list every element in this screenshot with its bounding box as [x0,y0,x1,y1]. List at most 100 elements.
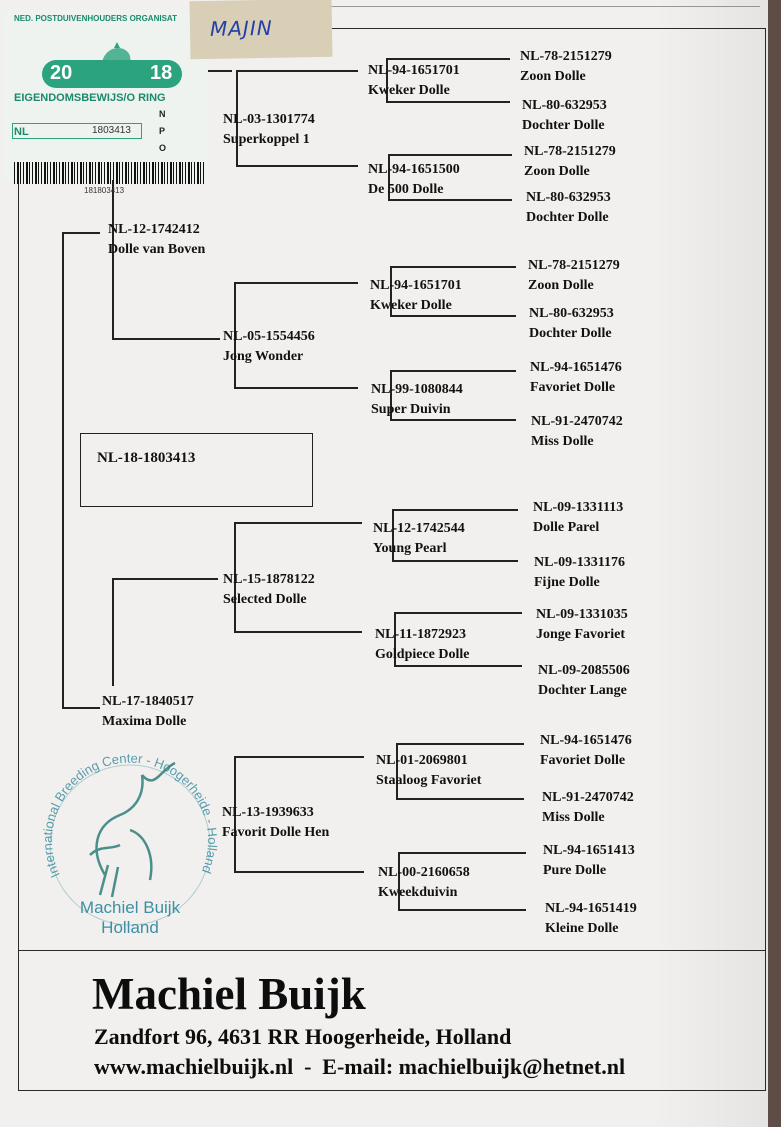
father-entry: NL-12-1742412 Dolle van Boven [108,220,205,260]
g4-name: Zoon Dolle [528,278,594,293]
fmf-branch [390,266,392,316]
mf-name: Selected Dolle [223,592,307,607]
g4-name: Zoon Dolle [520,69,586,84]
mff-entry: NL-12-1742544 Young Pearl [373,519,465,559]
fmf-ring: NL-94-1651701 [370,278,462,293]
breeder-address: Zandfort 96, 4631 RR Hoogerheide, Hollan… [94,1024,512,1049]
fm-branch [234,282,236,388]
stamp-name: Machiel Buijk [80,898,181,917]
fm-name: Jong Wonder [223,349,304,364]
g4-ring: NL-78-2151279 [528,258,620,273]
g4-name: Dochter Dolle [526,210,609,225]
checkbox-letter: N [159,109,166,119]
fff-entry: NL-94-1651701 Kweker Dolle [368,61,460,101]
mm-ring: NL-13-1939633 [222,805,314,820]
g4-ring: NL-80-632953 [526,190,611,205]
g4-name: Jonge Favoriet [536,627,626,642]
ring-title-main: EIGENDOMSBEWIJS [14,92,124,104]
mother-entry: NL-17-1840517 Maxima Dolle [102,692,194,732]
ffm-ring: NL-94-1651500 [368,162,460,177]
g4-name: Favoriet Dolle [540,753,626,768]
mmm-name: Kweekduivin [378,885,458,900]
fm-ring: NL-05-1554456 [223,329,315,344]
mf-ring: NL-15-1878122 [223,572,315,587]
ffm-name: De 500 Dolle [368,182,444,197]
ring-number-field [12,123,142,139]
g4-ring: NL-94-1651476 [530,360,622,375]
pedigree-frame [18,28,766,1091]
mfm-name: Goldpiece Dolle [375,647,470,662]
g4-12-connector [396,743,524,745]
mmm-ring: NL-00-2160658 [378,865,470,880]
mmm-branch [398,852,400,910]
page-edge-line [240,6,760,7]
year-left: 20 [50,62,73,84]
g4-ring: NL-80-632953 [522,98,607,113]
fmf-name: Kweker Dolle [370,298,452,313]
g4-name: Pure Dolle [543,863,607,878]
fmf-entry: NL-94-1651701 Kweker Dolle [370,276,462,316]
fmm-name: Super Duivin [371,402,451,417]
ff-ring: NL-03-1301774 [223,112,315,127]
g4-4-connector [390,266,516,268]
g4-ring: NL-09-1331035 [536,607,628,622]
g4-8-connector [392,509,518,511]
breeder-website[interactable]: www.machielbuijk.nl [94,1054,294,1079]
sticky-note-text: MAJIN [209,15,273,41]
father-connector [62,232,100,234]
g4-ring: NL-09-2085506 [538,663,630,678]
stamp-arc-text: International Breeding Center - Hoogerhe… [40,751,220,881]
g4-name: Zoon Dolle [524,164,590,179]
breeder-contact: www.machielbuijk.nl - E-mail: machielbui… [94,1054,625,1080]
g4-10-connector [394,612,522,614]
mother-name: Maxima Dolle [102,714,187,729]
ffm-connector [236,165,358,167]
fff-branch [386,58,388,102]
g4-ring: NL-78-2151279 [520,49,612,64]
mfm-ring: NL-11-1872923 [375,627,466,642]
g4-0-connector [386,58,510,60]
mm-name: Favorit Dolle Hen [222,825,330,840]
sticky-note: MAJIN [189,0,333,60]
mf-connector [112,578,218,580]
checkbox-letter: P [159,126,166,136]
ffm-entry: NL-94-1651500 De 500 Dolle [368,160,460,200]
mf-branch [234,522,236,632]
g4-ring: NL-09-1331176 [534,555,625,570]
year-oval [42,60,182,88]
subject-connector [62,232,64,708]
g4-15-connector [398,909,526,911]
g4-ring: NL-78-2151279 [524,144,616,159]
g4-ring: NL-94-1651413 [543,843,635,858]
g4-6-connector [390,370,516,372]
mmf-connector [234,756,364,758]
g4-name: Favoriet Dolle [530,380,616,395]
breeder-email[interactable]: machielbuijk@hetnet.nl [398,1054,626,1079]
footer-divider [18,950,766,951]
mmf-name: Staaloog Favoriet [376,773,482,788]
pigeon-icon [89,761,176,898]
g4-name: Dolle Parel [533,520,600,535]
g4-ring: NL-80-632953 [529,306,614,321]
g4-ring: NL-91-2470742 [542,790,634,805]
breeding-center-stamp: International Breeding Center - Hoogerhe… [40,751,220,937]
mother-connector [62,707,100,709]
fmm-connector [234,387,358,389]
year-right: 18 [150,62,173,84]
stamp-country: Holland [101,918,159,937]
barcode [14,162,204,184]
subject-box: NL-18-1803413 [80,433,313,507]
ff-name: Superkoppel 1 [223,132,310,147]
g4-ring: NL-09-1331113 [533,500,624,515]
mff-name: Young Pearl [373,541,447,556]
